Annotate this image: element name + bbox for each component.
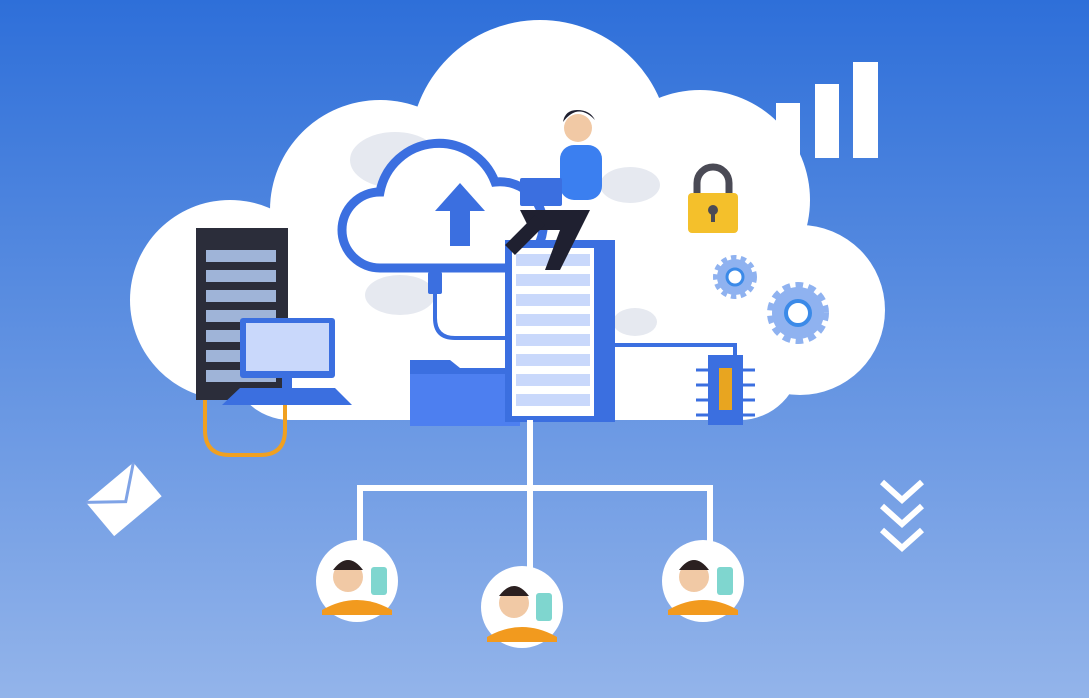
folder-icon [410, 360, 520, 426]
chip-icon [696, 355, 755, 425]
lock-icon [688, 163, 738, 233]
chevrons-down-icon [879, 479, 925, 553]
gear-icon [767, 282, 829, 344]
monitor-icon [222, 318, 352, 405]
envelope-icon [85, 462, 162, 537]
server-tower-icon [505, 240, 615, 422]
cable [203, 400, 287, 457]
cable [615, 343, 737, 355]
user-avatar-icon [662, 540, 744, 622]
user-avatar-icon [481, 566, 563, 648]
signal-bars-icon [776, 62, 878, 158]
person-with-laptop-icon [505, 110, 602, 270]
network-tree [357, 420, 713, 570]
user-avatar-icon [316, 540, 398, 622]
gear-icon [713, 255, 757, 299]
